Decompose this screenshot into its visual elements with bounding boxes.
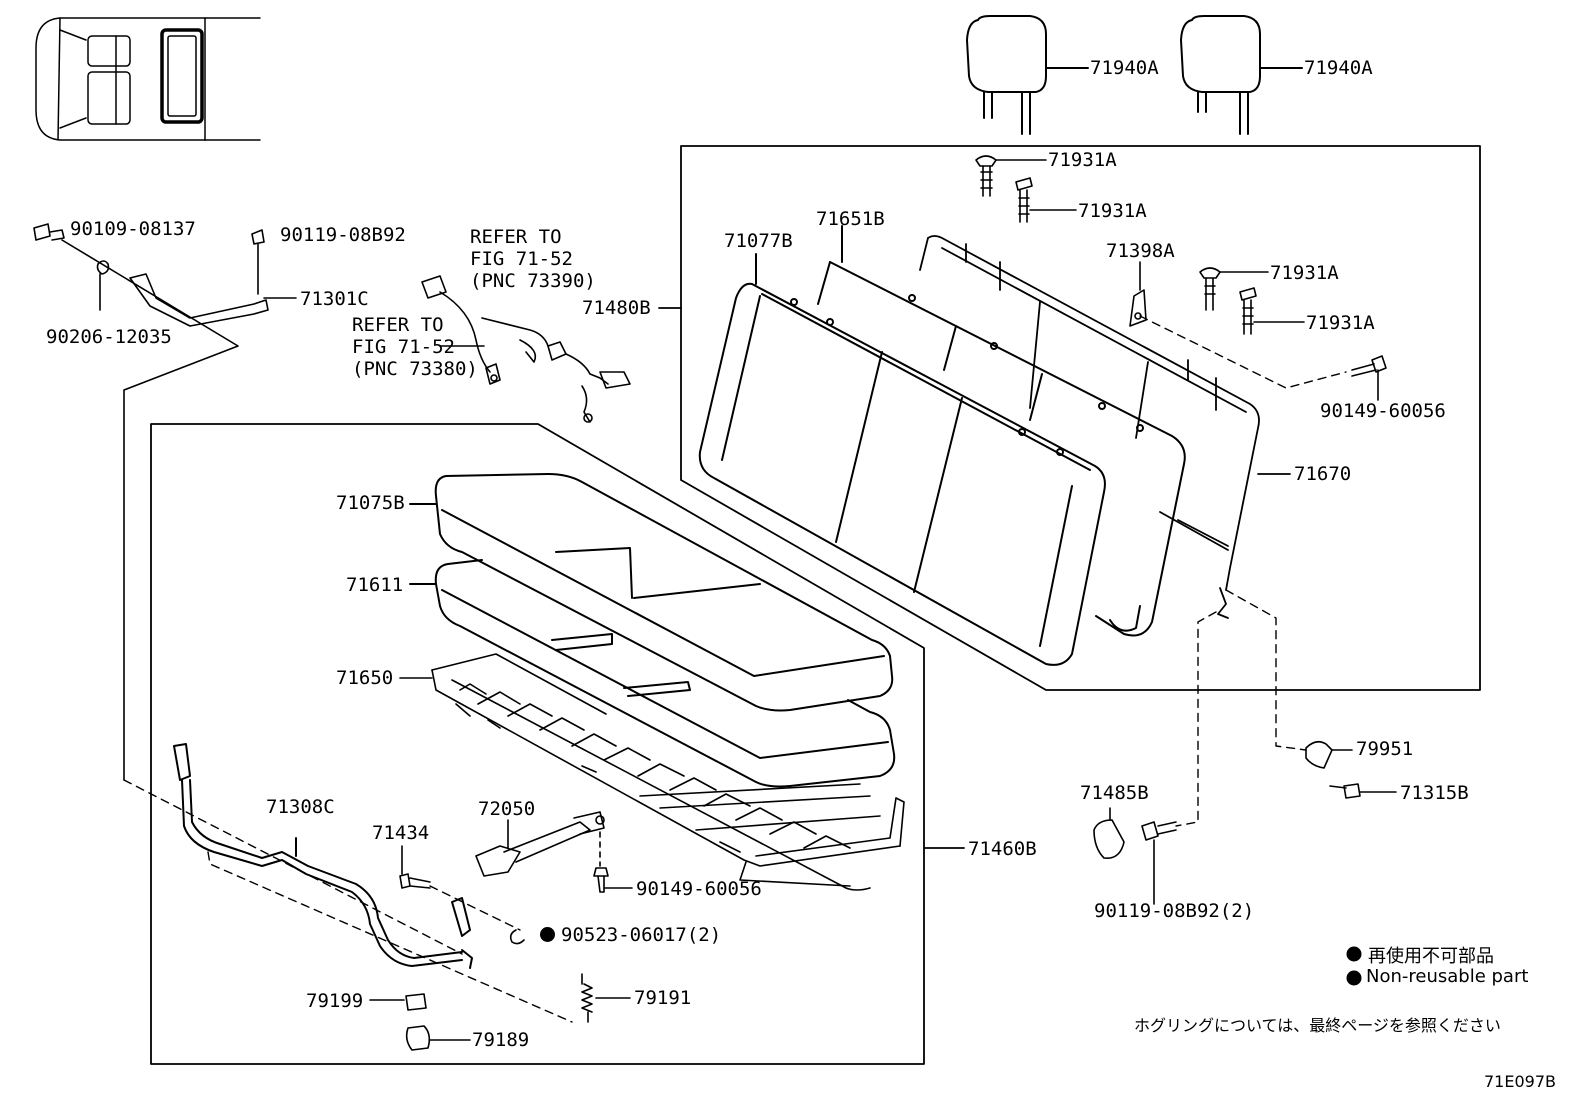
part-label-71075b: 71075B	[336, 492, 405, 514]
figure-code: 71E097B	[1484, 1072, 1556, 1091]
spring-79191	[581, 973, 631, 1023]
legend-non-reusable-en: Non-reusable part	[1366, 966, 1529, 987]
seat-frame-71650	[399, 653, 905, 891]
part-label-71398a: 71398A	[1106, 240, 1175, 262]
seatback-group-frame	[658, 145, 1481, 691]
part-label-90523-06017: 90523-06017(2)	[540, 924, 721, 946]
part-label-90109-08137: 90109-08137	[70, 218, 196, 240]
pin-71434	[399, 845, 431, 889]
part-label-71931a-4: 71931A	[1306, 312, 1375, 334]
non-reusable-dot-icon	[540, 927, 555, 942]
seat-cushion-cover-71075b	[409, 473, 894, 712]
part-label-71460b: 71460B	[968, 838, 1037, 860]
part-label-90149-60056-lower: 90149-60056	[636, 878, 762, 900]
part-label-71434: 71434	[372, 822, 430, 844]
part-label-71650: 71650	[336, 667, 394, 689]
part-label-71670: 71670	[1294, 463, 1352, 485]
seatbelt-buckle-assembly	[421, 275, 631, 423]
part-label-71931a-3: 71931A	[1270, 262, 1339, 284]
part-label-71931a-1: 71931A	[1048, 149, 1117, 171]
part-label-72050: 72050	[478, 798, 536, 820]
part-label-79189: 79189	[472, 1029, 530, 1051]
vehicle-locator-icon	[35, 17, 261, 141]
part-label-79191: 79191	[634, 987, 692, 1009]
clip-90523-06017	[509, 929, 525, 945]
refer-note-73390: REFER TO FIG 71-52 (PNC 73390)	[470, 226, 596, 292]
legend-non-reusable-jp: 再使用不可部品	[1368, 946, 1494, 967]
part-label-71485b: 71485B	[1080, 782, 1149, 804]
part-label-90206-12035: 90206-12035	[46, 326, 172, 348]
part-label-71308c: 71308C	[266, 796, 335, 818]
part-number-text: 90523-06017(2)	[561, 924, 722, 946]
part-label-71931a-2: 71931A	[1078, 200, 1147, 222]
lever-72050	[475, 811, 605, 877]
seatback-frame-71670	[919, 235, 1291, 619]
legend-dot-jp	[1346, 946, 1362, 962]
part-label-71651b: 71651B	[816, 208, 885, 230]
cover-71485b	[1093, 807, 1125, 859]
dashed-leaders	[123, 315, 1347, 1023]
part-label-71301c: 71301C	[300, 288, 369, 310]
seat-cushion-group-frame	[150, 423, 965, 1065]
link-rod-71308c	[173, 743, 473, 969]
grommet-79189	[405, 1025, 471, 1051]
cover-79951	[1305, 740, 1397, 799]
part-label-79951: 79951	[1356, 738, 1414, 760]
part-label-71077b: 71077B	[724, 230, 793, 252]
strap-71301c	[33, 223, 297, 781]
bushing-79199	[369, 993, 427, 1011]
part-label-90119-08b92-2: 90119-08B92(2)	[1094, 900, 1255, 922]
part-label-71315b: 71315B	[1400, 782, 1469, 804]
seatback-pad-71651b	[817, 225, 1186, 637]
part-label-79199: 79199	[306, 990, 364, 1012]
part-label-71940a-2: 71940A	[1304, 57, 1373, 79]
seat-cushion-pad-71611	[409, 559, 896, 788]
part-label-71611: 71611	[346, 574, 404, 596]
seatback-cover-71077b	[698, 253, 1106, 666]
guide-71931a	[975, 155, 1305, 335]
bolt-90149-60056-upper	[1351, 355, 1387, 401]
headrest-71940a-1	[966, 15, 1089, 135]
refer-note-73380: REFER TO FIG 71-52 (PNC 73380)	[352, 314, 478, 380]
legend-dot-en	[1346, 970, 1362, 986]
bracket-71398a	[1129, 261, 1147, 327]
bolt-90119-08b92-2	[1141, 821, 1177, 905]
headrest-71940a-2	[1180, 15, 1303, 135]
screw-90149-60056-lower	[593, 831, 633, 893]
part-label-90119-08b92: 90119-08B92	[280, 224, 406, 246]
hog-ring-note: ホグリングについては、最終ページを参照ください	[1134, 1016, 1501, 1035]
part-label-71480b: 71480B	[582, 297, 651, 319]
part-label-71940a-1: 71940A	[1090, 57, 1159, 79]
part-label-90149-60056-upper: 90149-60056	[1320, 400, 1446, 422]
